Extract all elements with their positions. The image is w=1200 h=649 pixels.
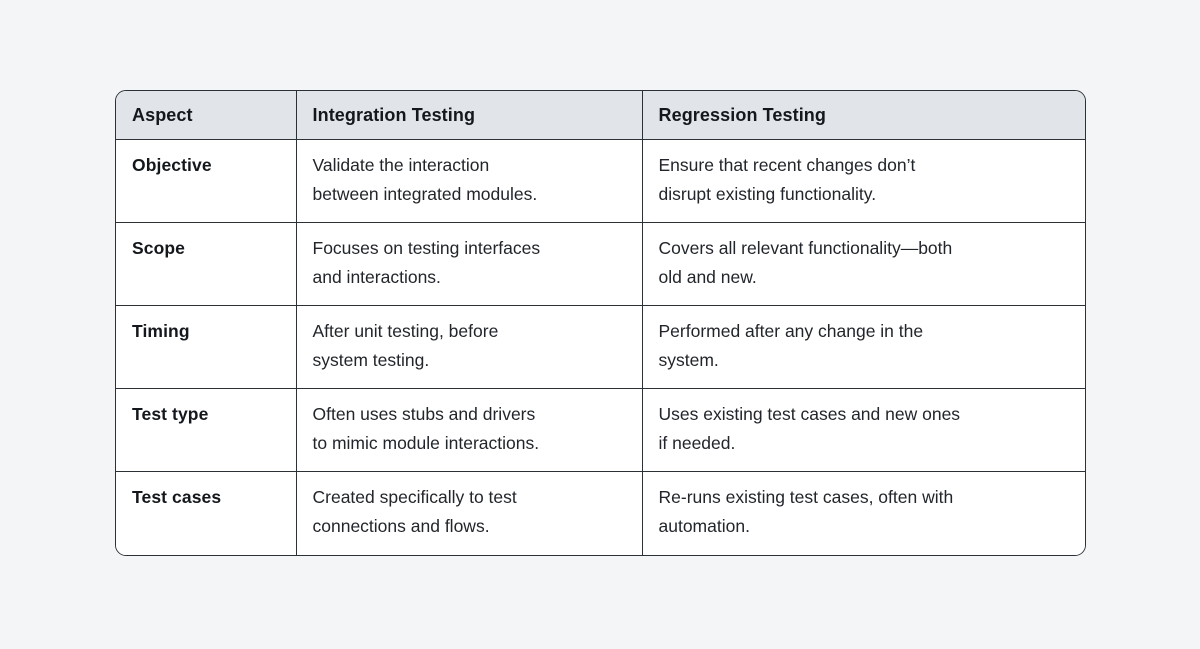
- cell-timing-regression: Performed after any change in the system…: [642, 305, 1085, 390]
- table-row-timing: Timing After unit testing, before system…: [116, 305, 1085, 390]
- cell-scope-integration: Focuses on testing interfaces and intera…: [296, 222, 643, 307]
- cell-scope-regression: Covers all relevant functionality—both o…: [642, 222, 1085, 307]
- table-row-objective: Objective Validate the interaction betwe…: [116, 139, 1085, 224]
- cell-objective-integration: Validate the interaction between integra…: [296, 139, 643, 224]
- column-header-integration-testing: Integration Testing: [296, 91, 643, 140]
- column-header-aspect: Aspect: [116, 91, 297, 140]
- row-label-test-cases: Test cases: [116, 471, 297, 555]
- column-header-regression-testing: Regression Testing: [642, 91, 1085, 140]
- table-header-row: Aspect Integration Testing Regression Te…: [116, 91, 1085, 140]
- table-row-scope: Scope Focuses on testing interfaces and …: [116, 222, 1085, 307]
- row-label-test-type: Test type: [116, 388, 297, 473]
- cell-test-type-integration: Often uses stubs and drivers to mimic mo…: [296, 388, 643, 473]
- comparison-table: Aspect Integration Testing Regression Te…: [116, 91, 1085, 555]
- cell-test-type-regression: Uses existing test cases and new ones if…: [642, 388, 1085, 473]
- table-row-test-cases: Test cases Created specifically to test …: [116, 471, 1085, 555]
- cell-timing-integration: After unit testing, before system testin…: [296, 305, 643, 390]
- cell-test-cases-regression: Re-runs existing test cases, often with …: [642, 471, 1085, 555]
- row-label-scope: Scope: [116, 222, 297, 307]
- row-label-objective: Objective: [116, 139, 297, 224]
- comparison-table-container: Aspect Integration Testing Regression Te…: [115, 90, 1086, 556]
- row-label-timing: Timing: [116, 305, 297, 390]
- table-row-test-type: Test type Often uses stubs and drivers t…: [116, 388, 1085, 473]
- cell-test-cases-integration: Created specifically to test connections…: [296, 471, 643, 555]
- cell-objective-regression: Ensure that recent changes don’t disrupt…: [642, 139, 1085, 224]
